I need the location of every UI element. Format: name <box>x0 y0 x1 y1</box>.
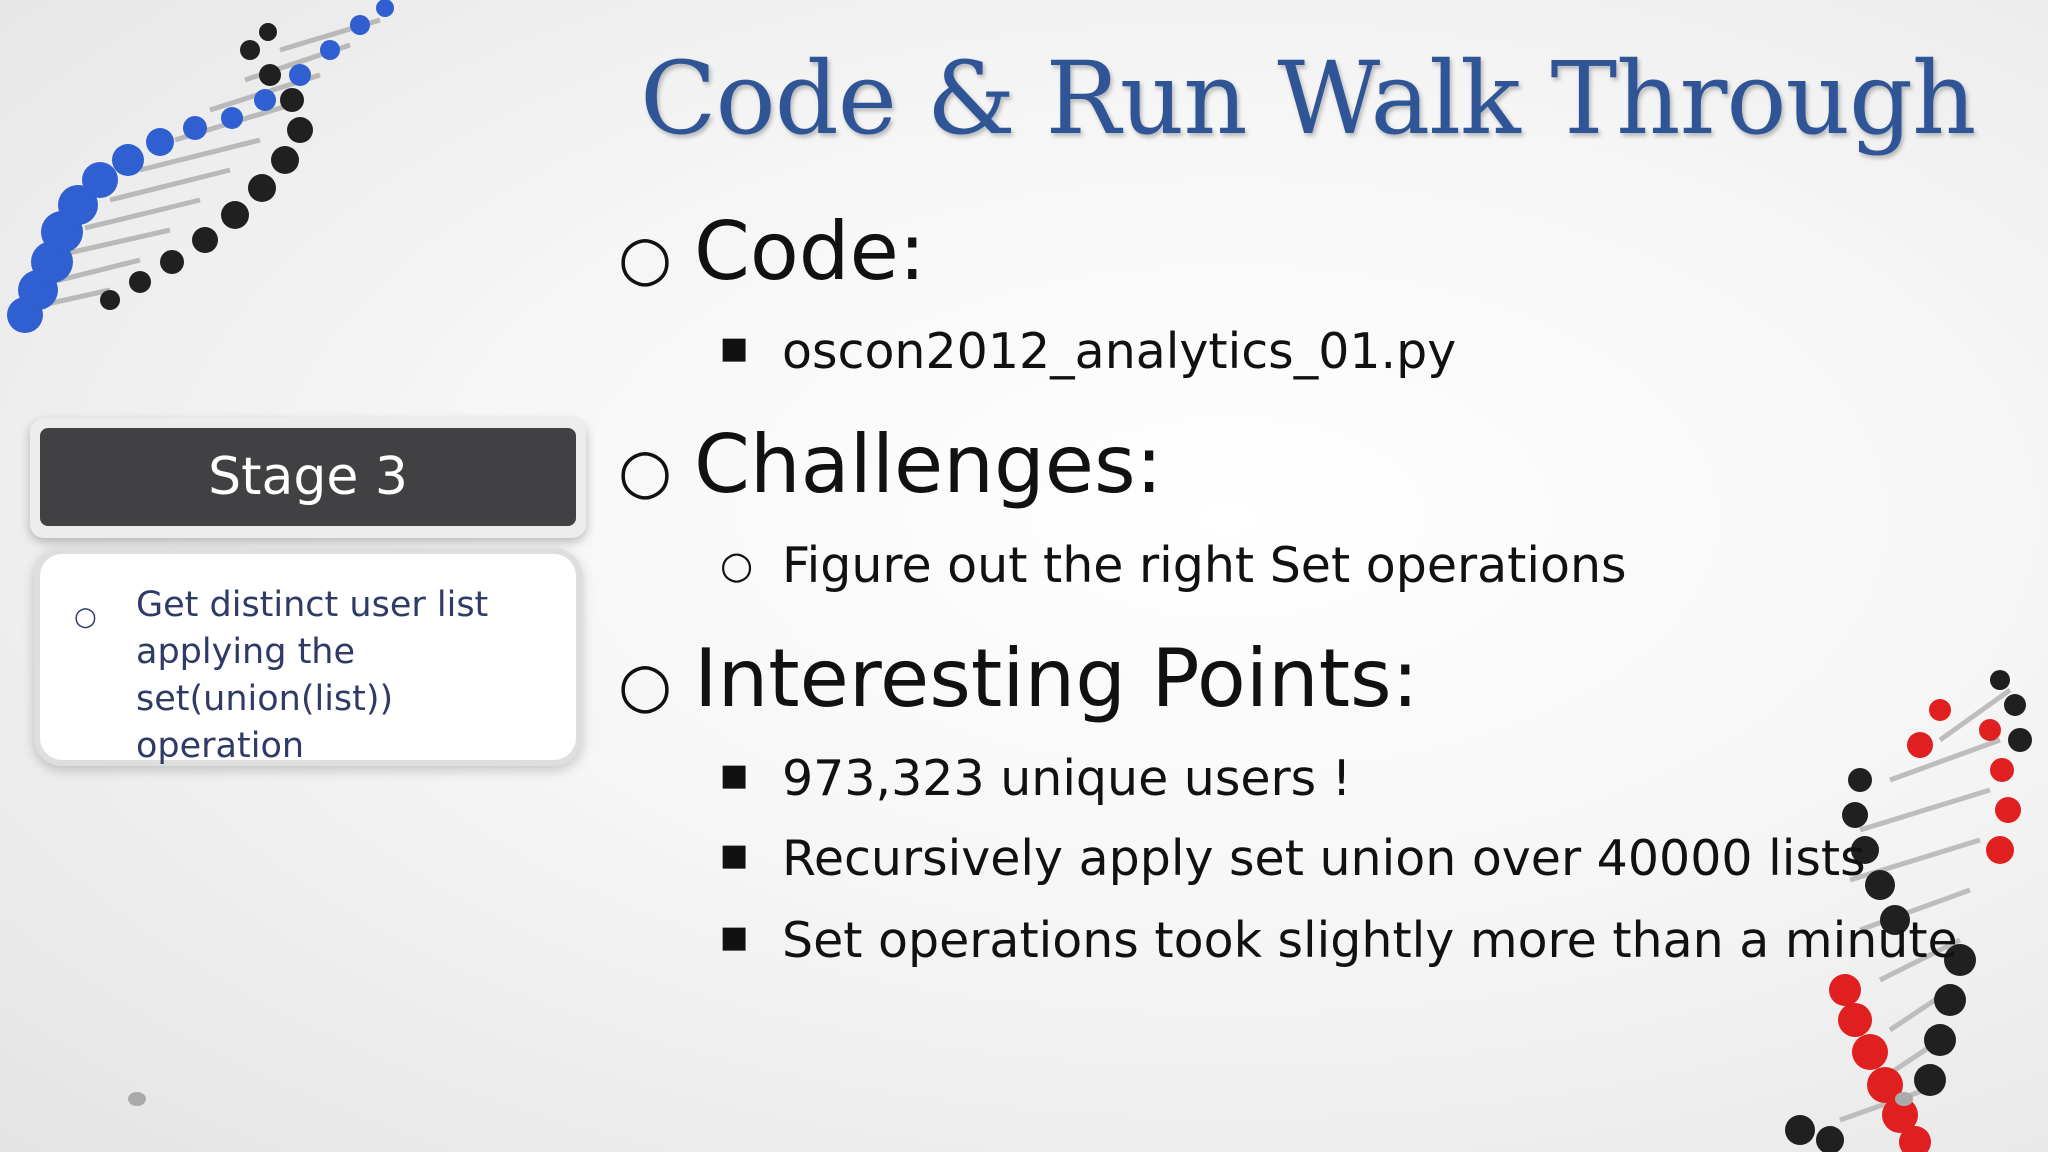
nav-dot-left <box>128 1092 146 1106</box>
list-item: ■ Set operations took slightly more than … <box>720 912 1958 969</box>
list-item-text: Recursively apply set union over 40000 l… <box>782 830 1866 887</box>
section-challenges: ○ Challenges: <box>618 418 1163 511</box>
stage-description-box: ○ Get distinct user list applying the se… <box>34 548 582 766</box>
section-code: ○ Code: <box>618 205 926 298</box>
list-item: ■ oscon2012_analytics_01.py <box>720 323 1456 380</box>
stage-label: Stage 3 <box>40 428 576 526</box>
circle-bullet-icon: ○ <box>74 602 97 632</box>
section-heading: Interesting Points: <box>694 632 1419 725</box>
circle-bullet-icon: ○ <box>618 648 673 721</box>
section-heading: Challenges: <box>694 418 1163 511</box>
slide-title: Code & Run Walk Through <box>640 40 1976 157</box>
square-bullet-icon: ■ <box>720 920 749 955</box>
square-bullet-icon: ■ <box>720 838 749 873</box>
section-heading: Code: <box>694 205 926 298</box>
stage-description: Get distinct user list applying the set(… <box>136 585 489 766</box>
list-item-text: Set operations took slightly more than a… <box>782 912 1958 969</box>
circle-bullet-icon: ○ <box>720 543 754 587</box>
square-bullet-icon: ■ <box>720 331 749 366</box>
list-item: ■ 973,323 unique users ! <box>720 750 1351 807</box>
circle-bullet-icon: ○ <box>618 221 673 294</box>
dna-helix-blue-image <box>7 0 394 333</box>
dna-helix-red-image <box>1785 670 2032 1152</box>
list-item: ○ Figure out the right Set operations <box>720 537 1627 594</box>
list-item-text: oscon2012_analytics_01.py <box>782 323 1457 380</box>
square-bullet-icon: ■ <box>720 758 749 793</box>
stage-header: Stage 3 <box>30 418 586 538</box>
section-interesting-points: ○ Interesting Points: <box>618 632 1419 725</box>
list-item: ■ Recursively apply set union over 40000 … <box>720 830 1866 887</box>
circle-bullet-icon: ○ <box>618 434 673 507</box>
list-item-text: 973,323 unique users ! <box>782 750 1352 807</box>
list-item-text: Figure out the right Set operations <box>782 537 1627 594</box>
nav-dot-right <box>1895 1092 1913 1106</box>
